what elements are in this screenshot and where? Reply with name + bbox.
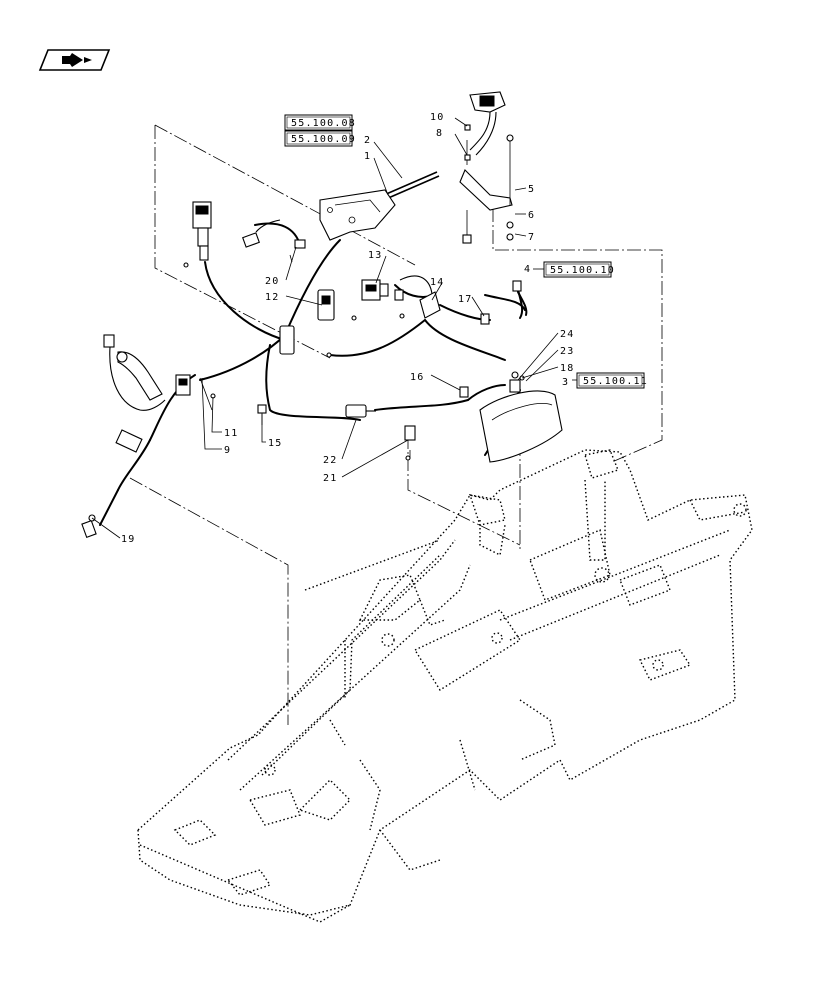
- part-harness-connector-4: [512, 280, 528, 316]
- wiring-harness: [99, 222, 526, 526]
- part-plug-left: [103, 334, 166, 411]
- callout-16: 16: [410, 372, 424, 383]
- part-sensor-16: [459, 386, 469, 398]
- callout-22: 22: [323, 455, 337, 466]
- part-clip-12: [279, 289, 335, 355]
- callout-21: 21: [323, 473, 337, 484]
- callout-1: 1: [364, 151, 371, 162]
- callout-10: 10: [430, 112, 444, 123]
- part-module-3: [479, 371, 563, 463]
- callout-9: 9: [224, 445, 231, 456]
- callout-labels: 2 1 10 8 5 6 7 20 12 13 4 14 17 24 23 18…: [121, 112, 574, 545]
- ref-box-55-100-11[interactable]: 55.100.11: [576, 372, 648, 389]
- part-connector-9: [175, 374, 213, 411]
- callout-8: 8: [436, 128, 443, 139]
- callout-23: 23: [560, 346, 574, 357]
- callout-20: 20: [265, 276, 279, 287]
- callout-6: 6: [528, 210, 535, 221]
- callout-11: 11: [224, 428, 238, 439]
- callout-13: 13: [368, 250, 382, 261]
- callout-4: 4: [524, 264, 531, 275]
- part-sensor-19: [81, 514, 97, 538]
- part-cable-1: [383, 171, 440, 200]
- chassis-frame: [137, 449, 753, 923]
- part-fitting-21: [404, 425, 416, 458]
- ref-box-text: 55.100.09: [291, 134, 356, 145]
- ref-box-text: 55.100.08: [291, 118, 356, 129]
- phantom-boundary-lines: [129, 124, 663, 725]
- part-sensor-17: [480, 313, 490, 325]
- part-connector-22: [345, 404, 376, 418]
- ref-box-text: 55.100.10: [550, 265, 615, 276]
- callout-3: 3: [562, 377, 569, 388]
- leader-lines: [91, 117, 577, 539]
- part-bracket: [319, 189, 396, 241]
- callout-17: 17: [458, 294, 472, 305]
- callout-14: 14: [430, 277, 444, 288]
- part-connector-13: [361, 279, 389, 301]
- callout-12: 12: [265, 292, 279, 303]
- part-bolt-8-10: [464, 124, 471, 161]
- callout-15: 15: [268, 438, 282, 449]
- ref-box-55-100-09[interactable]: 55.100.09: [284, 130, 356, 147]
- callout-24: 24: [560, 329, 574, 340]
- ref-box-55-100-08[interactable]: 55.100.08: [284, 114, 356, 131]
- callout-7: 7: [528, 232, 535, 243]
- part-connector-lower-left: [115, 429, 143, 453]
- callout-5: 5: [528, 184, 535, 195]
- ref-box-55-100-10[interactable]: 55.100.10: [543, 261, 615, 278]
- callout-2: 2: [364, 135, 371, 146]
- fasteners: [183, 262, 525, 461]
- next-page-arrow-icon[interactable]: [38, 49, 111, 71]
- part-connector-14: [394, 275, 441, 319]
- part-connector-top-left: [192, 201, 212, 261]
- callout-18: 18: [560, 363, 574, 374]
- callout-19: 19: [121, 534, 135, 545]
- part-fasteners-6-7: [506, 134, 514, 241]
- part-pedal-5: [459, 91, 513, 244]
- ref-box-text: 55.100.11: [583, 376, 648, 387]
- part-connector-small: [242, 219, 281, 248]
